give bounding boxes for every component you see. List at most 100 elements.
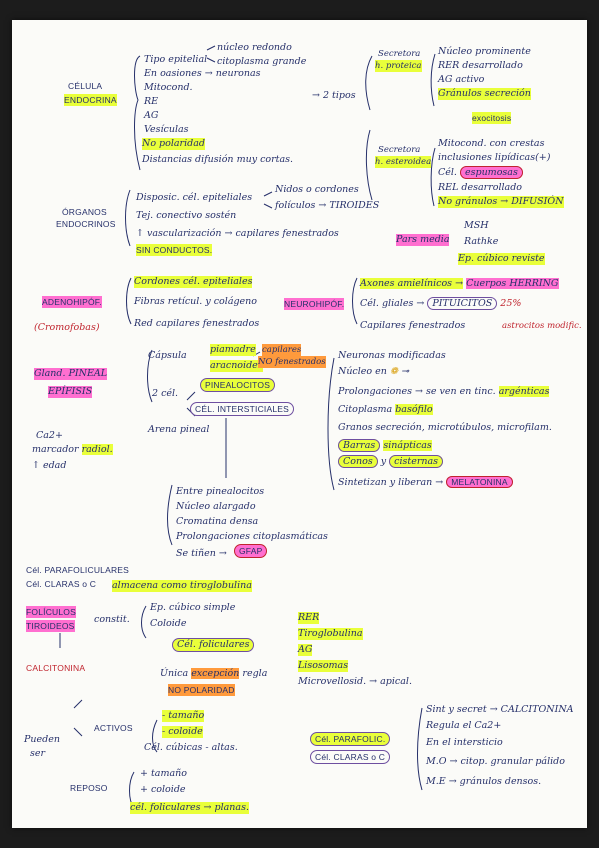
proteica-item: RER desarrollado xyxy=(438,60,523,71)
basofilo: basófilo xyxy=(395,404,433,415)
barras-line: Barras sinápticas xyxy=(338,439,432,452)
celula-item: No polaridad xyxy=(142,138,205,150)
foliculos-title: FOLÍCULOS xyxy=(26,606,76,618)
tiroideos-title: TIROIDEOS xyxy=(26,620,75,632)
ep-cubico: Ep. cúbico reviste xyxy=(458,253,545,265)
inter-item: Se tiñen → xyxy=(176,548,227,559)
celula-item: Tipo epitelial xyxy=(144,54,208,65)
sec-esteroidea-label: h. esteroidea xyxy=(375,156,432,168)
celula-item: RE xyxy=(144,96,159,107)
esteroidea-item: Mitocond. con crestas xyxy=(438,138,545,149)
organos-item: Tej. conectivo sostén xyxy=(136,210,237,221)
organos-title: ÓRGANOS xyxy=(62,207,107,217)
parafoliculares: Cél. PARAFOLICULARES xyxy=(26,565,130,575)
reposo-item: cél. foliculares → planas. xyxy=(130,802,249,814)
pueden-label: Pueden xyxy=(24,734,60,745)
arena-pineal: Arena pineal xyxy=(148,424,210,435)
nucleo-text: Núcleo en xyxy=(338,366,387,377)
conos-line: Conos y cisternas xyxy=(338,455,444,468)
celula-epi-note: citoplasma grande xyxy=(217,56,307,67)
prolong-text: Prolongaciones → se ven en tinc. xyxy=(338,386,496,397)
coloide: Coloide xyxy=(150,618,187,629)
parafolic-item: M.O → citop. granular pálido xyxy=(426,756,565,767)
sin-conductos: SIN CONDUCTOS. xyxy=(136,244,213,256)
argenticas: argénticas xyxy=(498,386,550,397)
inter-item: Núcleo alargado xyxy=(176,501,256,512)
esteroidea-item: inclusiones lipídicas(+) xyxy=(438,152,551,163)
melatonina: MELATONINA xyxy=(446,476,513,488)
gfap: GFAP xyxy=(234,544,268,558)
sint-line: Sintetizan y liberan → MELATONINA xyxy=(338,476,513,489)
capilares-note: capilares xyxy=(262,344,302,356)
msh: MSH xyxy=(464,220,489,231)
sec-proteica-label: h. proteica xyxy=(375,60,422,72)
pituicitos: PITUICITOS xyxy=(427,297,498,310)
espumosas-line: Cél. espumosas xyxy=(438,166,523,179)
prolong-line: Prolongaciones → se ven en tinc. argénti… xyxy=(338,386,550,398)
tiroides-org: Lisosomas xyxy=(298,660,349,672)
celula-item: Vesículas xyxy=(144,124,189,135)
activos-title: ACTIVOS xyxy=(94,723,133,733)
endocrina-title: ENDOCRINA xyxy=(64,94,117,106)
cromofobas-note: (Cromofobas) xyxy=(34,322,100,333)
unica-text: Única xyxy=(160,668,189,679)
excepcion: excepción xyxy=(191,668,240,679)
celula-item: En oasiones → neuronas xyxy=(144,68,261,79)
inter-item: Prolongaciones citoplasmáticas xyxy=(176,531,328,542)
constit: constit. xyxy=(94,614,130,625)
celula-item: Distancias difusión muy cortas. xyxy=(142,154,294,165)
espumosas-pre: Cél. xyxy=(438,167,457,178)
sint-text: Sintetizan y liberan → xyxy=(338,477,444,488)
calcio: Ca2+ xyxy=(36,430,63,441)
piamadre: piamadre xyxy=(210,344,256,356)
reposo-item: + coloide xyxy=(140,784,186,795)
activos-item: - tamaño xyxy=(162,710,205,722)
dos-celulas: 2 cél. xyxy=(152,388,179,399)
neurohipofisis-label: NEUROHIPÓF. xyxy=(284,298,345,310)
activos-item: - coloide xyxy=(162,726,203,738)
cisternas: cisternas xyxy=(389,455,444,468)
cel-foliculares: Cél. foliculares xyxy=(172,638,255,652)
proteica-item: AG activo xyxy=(438,74,485,85)
axones-text: Axones amielínicos → xyxy=(360,278,464,289)
pueden-label: ser xyxy=(30,748,46,759)
conos: Conos xyxy=(338,455,378,468)
claras-c: Cél. CLARAS o C xyxy=(26,579,97,589)
tiroides-org: RER xyxy=(298,612,320,624)
adenohipofisis-label: ADENOHIPÓF. xyxy=(42,296,102,308)
adeno-item: Cordones cél. epiteliales xyxy=(134,276,253,288)
proteica-item: Núcleo prominente xyxy=(438,46,531,57)
rathke: Rathke xyxy=(464,236,499,247)
parafolic-item: Regula el Ca2+ xyxy=(426,720,502,731)
adeno-item: Fibras retícul. y colágeno xyxy=(134,296,258,307)
organos-item: Disposic. cél. epiteliales xyxy=(136,192,253,203)
nucleo-line: Núcleo en ❁ ⊸ xyxy=(338,366,409,378)
ep-cubico-simple: Ep. cúbico simple xyxy=(150,602,236,613)
unica-line: Única excepción regla xyxy=(160,668,267,680)
celula-item: AG xyxy=(144,110,159,121)
organos-item: ↑ vascularización → capilares fenestrado… xyxy=(136,228,339,239)
cito-line: Citoplasma basófilo xyxy=(338,404,433,416)
notebook-page: CÉLULA ENDOCRINA Tipo epitelial núcleo r… xyxy=(12,20,587,828)
astrocitos-note: astrocitos modific. xyxy=(502,321,582,331)
tiroides-org: Microvellosid. → apical. xyxy=(298,676,412,687)
radiol-text: radiol. xyxy=(81,444,113,455)
organos-title: ENDOCRINOS xyxy=(56,219,116,229)
celula-title: CÉLULA xyxy=(68,81,103,91)
capilares-note: NO fenestrados xyxy=(258,356,326,368)
inter-item: Cromatina densa xyxy=(176,516,259,527)
pineal-title: Gland. PINEAL xyxy=(34,368,108,380)
pinealocito-item: Neuronas modificadas xyxy=(338,350,446,361)
esteroidea-item: No gránulos → DIFUSIÓN xyxy=(438,196,564,208)
reposo-item: + tamaño xyxy=(140,768,187,779)
proteica-item: Gránulos secreción xyxy=(438,88,531,100)
axones-line: Axones amielínicos → Cuerpos HERRING xyxy=(360,278,559,290)
edad: ↑ edad xyxy=(32,460,67,471)
parafolic-item: M.E → gránulos densos. xyxy=(426,776,542,787)
neuro-capilares: Capilares fenestrados xyxy=(360,320,466,331)
barras: Barras xyxy=(338,439,381,452)
claras-box: Cél. CLARAS o C xyxy=(310,750,391,764)
dos-tipos: → 2 tipos xyxy=(312,90,356,101)
adeno-item: Red capilares fenestrados xyxy=(134,318,260,329)
sinapticas: sinápticas xyxy=(383,440,432,451)
